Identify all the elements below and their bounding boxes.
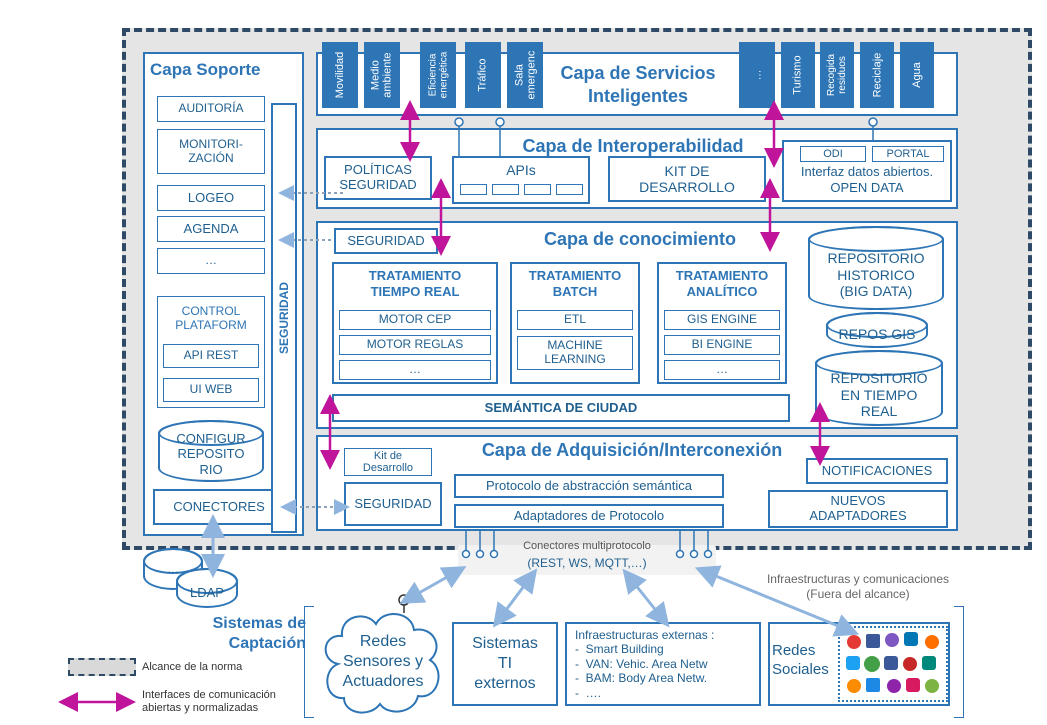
api-slot-2: [492, 184, 519, 195]
capture-bracket-left: [304, 606, 314, 718]
multiprotocol-line2: (REST, WS, MQTT,…): [527, 556, 647, 570]
external-infra-title: Infraestructuras externas :: [575, 628, 715, 642]
repo-gis-cylinder: REPOS GIS: [826, 312, 928, 348]
external-infra-item: - VAN: Vehic. Area Netw: [575, 656, 708, 671]
knowledge-security-box: SEGURIDAD: [334, 228, 438, 254]
protocol-adapters-box: Adaptadores de Protocolo: [454, 504, 724, 528]
gis-engine-box: GIS ENGINE: [664, 310, 780, 330]
service-ellipsis: …: [739, 42, 775, 108]
legend-scope-swatch: [68, 658, 136, 676]
semantic-protocol-box: Protocolo de abstracción semántica: [454, 474, 724, 498]
acquisition-security-box: SEGURIDAD: [344, 482, 442, 526]
sensor-cloud-shape: [324, 612, 440, 714]
capture-systems-title: Sistemas de Captación: [212, 615, 306, 652]
ldap-label: LDAP: [190, 585, 224, 601]
odi-box: ODI: [800, 146, 866, 162]
repo-realtime-label: REPOSITORIO EN TIEMPO REAL: [830, 369, 928, 420]
sensor-antenna-icon: [398, 594, 410, 613]
external-infra-item: - ….: [575, 685, 602, 700]
dev-kit-box: KIT DE DESARROLLO: [608, 156, 766, 202]
bi-engine-box: BI ENGINE: [664, 335, 780, 355]
social-media-icons: [846, 632, 939, 693]
external-it-systems-box: Sistemas TI externos: [452, 622, 558, 706]
service-eficiencia: Eficiencia energética: [420, 42, 456, 108]
support-item-monitorizacion: MONITORI- ZACIÓN: [157, 129, 265, 174]
analytic-processing-title: TRATAMIENTO ANALÍTICO: [675, 268, 769, 299]
sensors-label: Redes Sensores y Actuadores: [342, 633, 424, 690]
support-item-agenda: AGENDA: [157, 216, 265, 242]
legend-interfaces-label: Interfaces de comunicación abiertas y no…: [142, 689, 276, 715]
service-medio-ambiente: Medio ambiente: [364, 42, 400, 108]
external-infra-item: - BAM: Body Area Netw.: [575, 671, 708, 686]
security-policies-box: POLÍTICAS SEGURIDAD: [324, 156, 432, 200]
api-slot-3: [524, 184, 551, 195]
capture-bracket-right: [954, 606, 964, 718]
service-agua: Agua: [900, 42, 934, 108]
acquisition-kit-box: Kit de Desarrollo: [344, 448, 432, 476]
support-layer-title: Capa Soporte: [150, 60, 261, 79]
support-security-bar: SEGURIDAD: [271, 103, 297, 533]
legend-scope-label: Alcance de la norma: [142, 661, 243, 673]
connectors-box: CONECTORES: [153, 489, 285, 525]
apis-label: APIs: [506, 162, 536, 178]
service-reciclaje: Reciclaje: [860, 42, 894, 108]
api-rest-box: API REST: [163, 344, 259, 368]
ldap-dots: …: [167, 561, 179, 576]
social-networks-label: Redes Sociales: [772, 642, 829, 678]
support-item-auditoria: AUDITORÍA: [157, 96, 265, 122]
external-infra-box: Infraestructuras externas : - Smart Buil…: [565, 622, 761, 706]
notifications-box: NOTIFICACIONES: [806, 458, 948, 484]
city-semantics-box: SEMÁNTICA DE CIUDAD: [332, 394, 790, 422]
multiprotocol-line1: Conectores multiprotocolo: [523, 540, 651, 552]
external-infra-item: - Smart Building: [575, 642, 664, 657]
motor-cep-box: MOTOR CEP: [339, 310, 491, 330]
repo-gis-label: REPOS GIS: [838, 325, 916, 342]
services-layer-title: Capa de Servicios Inteligentes: [560, 63, 716, 106]
ui-web-box: UI WEB: [163, 378, 259, 402]
rt-ellipsis-box: …: [339, 360, 491, 380]
service-recogida: Recogida residuos: [820, 42, 854, 108]
acquisition-layer-title: Capa de Adquisición/Interconexión: [481, 440, 783, 460]
support-security-label: SEGURIDAD: [277, 281, 292, 355]
service-turismo: Turismo: [781, 42, 815, 108]
open-data-label: Interfaz datos abiertos. OPEN DATA: [800, 164, 934, 196]
rt-processing-title: TRATAMIENTO TIEMPO REAL: [368, 268, 462, 299]
portal-box: PORTAL: [872, 146, 944, 162]
new-adapters-box: NUEVOS ADAPTADORES: [768, 490, 948, 528]
motor-rules-box: MOTOR REGLAS: [339, 335, 491, 355]
batch-processing-title: TRATAMIENTO BATCH: [528, 268, 622, 299]
infra-note: Infraestructuras y comunicaciones (Fuera…: [766, 572, 950, 601]
control-platform-label: CONTROL PLATAFORM: [175, 304, 247, 333]
analytic-ellipsis-box: …: [664, 360, 780, 380]
config-repository-label: CONFIGUR REPOSITO RIO: [176, 430, 246, 477]
ldap-cylinder: LDAP: [176, 568, 238, 608]
knowledge-layer-title: Capa de conocimiento: [543, 229, 737, 249]
support-item-logeo: LOGEO: [157, 185, 265, 211]
api-slot-4: [556, 184, 583, 195]
service-trafico: Tráfico: [465, 42, 501, 108]
interop-layer-title: Capa de Interoperabilidad: [522, 136, 744, 156]
repo-realtime-cylinder: REPOSITORIO EN TIEMPO REAL: [815, 350, 943, 426]
config-repository-cylinder: CONFIGUR REPOSITO RIO: [158, 420, 264, 482]
machine-learning-box: MACHINE LEARNING: [517, 336, 633, 370]
repo-historic-label: REPOSITORIO HISTORICO (BIG DATA): [827, 249, 925, 300]
support-item-ellipsis: …: [157, 248, 265, 274]
service-movilidad: Movilidad: [322, 42, 358, 108]
repo-historic-cylinder: REPOSITORIO HISTORICO (BIG DATA): [808, 226, 944, 310]
etl-box: ETL: [517, 310, 633, 330]
social-icons-cluster: [838, 626, 948, 702]
service-sala-emergencia: Sala emergenc: [507, 42, 543, 108]
apis-box: [452, 156, 590, 204]
api-slot-1: [460, 184, 487, 195]
